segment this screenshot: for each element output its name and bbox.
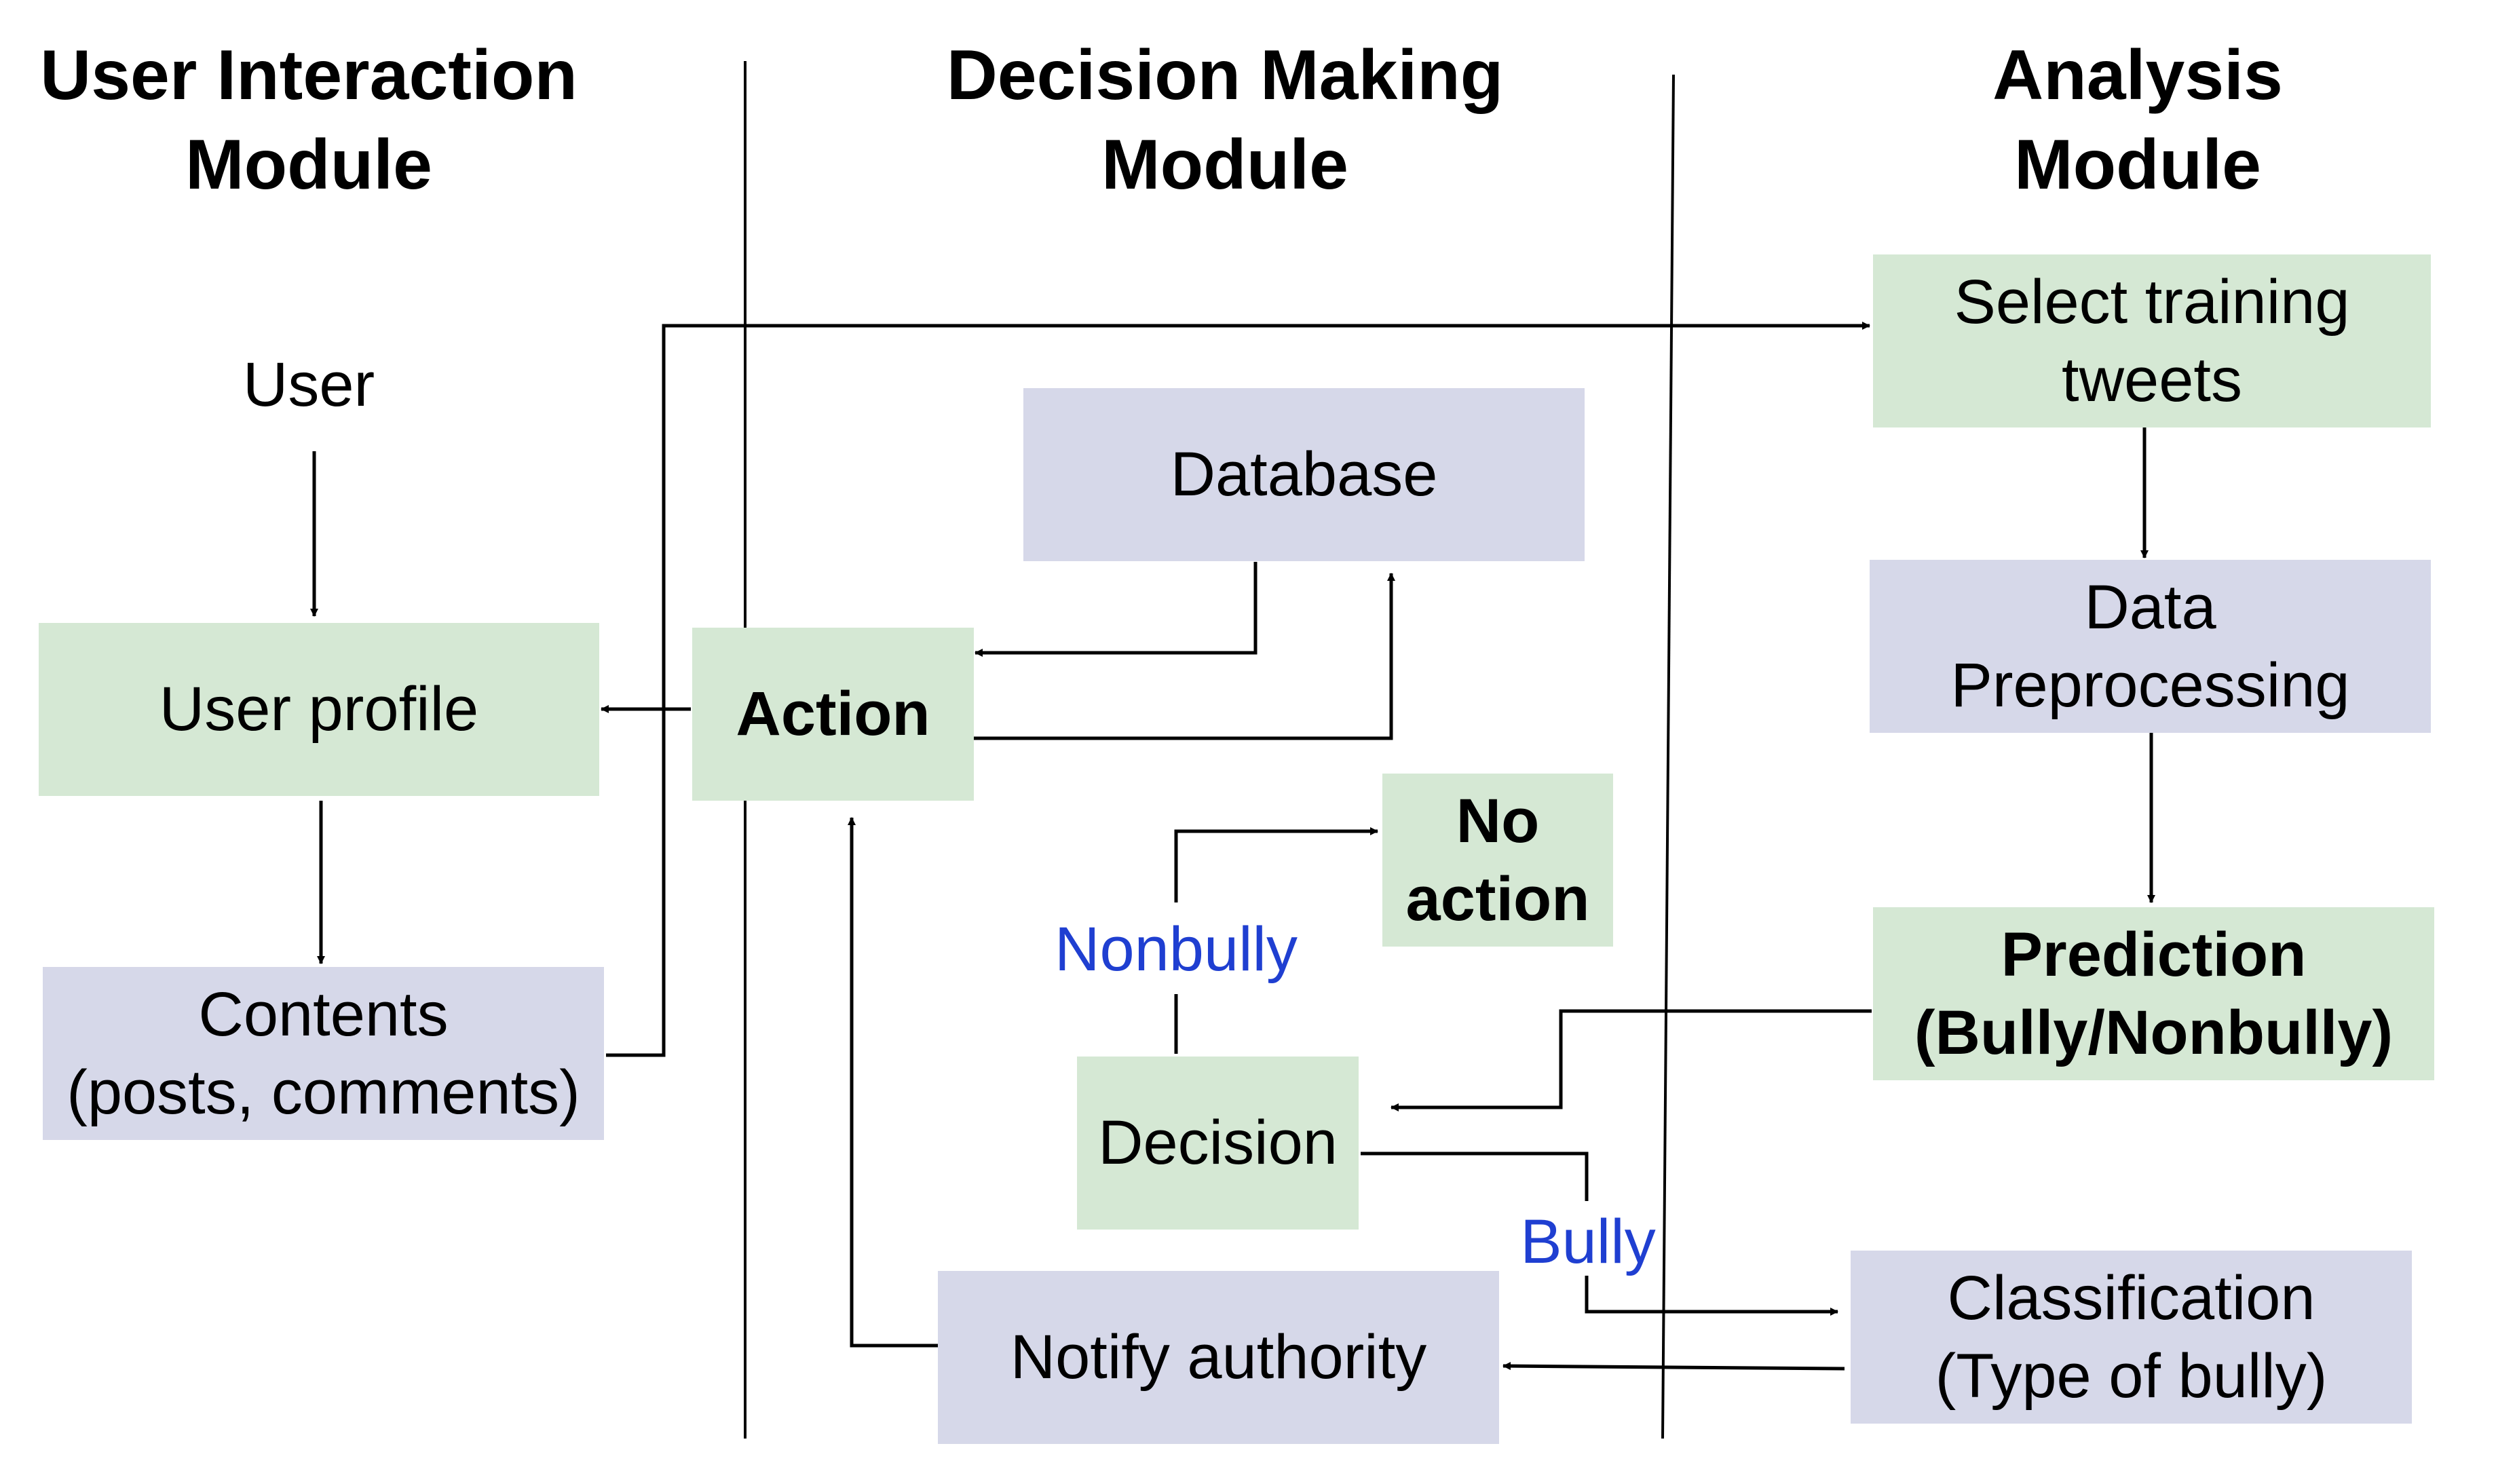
- title-decision-making-module: Decision Making Module: [946, 36, 1504, 204]
- node-decision: Decision: [1077, 1057, 1359, 1230]
- node-user-profile: User profile: [39, 623, 599, 796]
- node-notify-authority: Notify authority: [938, 1271, 1499, 1444]
- node-action: Action: [692, 628, 974, 801]
- node-data-preprocessing-label: Data Preprocessing: [1950, 572, 2350, 720]
- node-classification: Classification (Type of bully): [1851, 1251, 2412, 1424]
- divider-right: [1661, 74, 1675, 1439]
- edge-classification-to-notify: [1502, 1362, 1845, 1371]
- node-classification-label: Classification (Type of bully): [1935, 1263, 2328, 1411]
- node-action-label: Action: [736, 679, 930, 748]
- title-user-interaction-module: User Interaction Module: [40, 36, 578, 204]
- edge-notify-to-action: [848, 817, 943, 1348]
- node-database-label: Database: [1170, 440, 1438, 509]
- node-prediction: Prediction (Bully/Nonbully): [1873, 907, 2434, 1080]
- edge-prediction-to-decision: [1391, 1009, 1872, 1111]
- node-decision-label: Decision: [1098, 1108, 1338, 1177]
- node-select-training-tweets-label: Select training tweets: [1954, 267, 2350, 415]
- node-no-action: No action: [1382, 774, 1613, 947]
- edge-decision-bully-lower: [1585, 1276, 1838, 1316]
- node-contents-label: Contents (posts, comments): [67, 979, 580, 1127]
- node-database: Database: [1023, 388, 1585, 561]
- node-select-training-tweets: Select training tweets: [1873, 254, 2431, 427]
- node-user-profile-label: User profile: [159, 674, 479, 744]
- node-notify-authority-label: Notify authority: [1010, 1323, 1427, 1392]
- node-contents: Contents (posts, comments): [43, 967, 604, 1140]
- edge-action-to-database: [974, 573, 1395, 740]
- edge-label-nonbully: Nonbully: [1055, 915, 1298, 984]
- edge-decision-nonbully-upper: [1174, 827, 1378, 902]
- node-user: User: [242, 350, 375, 419]
- node-prediction-label: Prediction (Bully/Nonbully): [1914, 919, 2394, 1067]
- edge-decision-bully-upper: [1361, 1152, 1589, 1201]
- title-analysis-module: Analysis Module: [1992, 36, 2283, 204]
- edge-label-bully: Bully: [1520, 1207, 1656, 1276]
- node-no-action-label: No action: [1405, 786, 1590, 934]
- node-data-preprocessing: Data Preprocessing: [1870, 560, 2431, 733]
- edge-database-to-action: [975, 562, 1258, 657]
- edge-contents-to-training: [606, 322, 1870, 1057]
